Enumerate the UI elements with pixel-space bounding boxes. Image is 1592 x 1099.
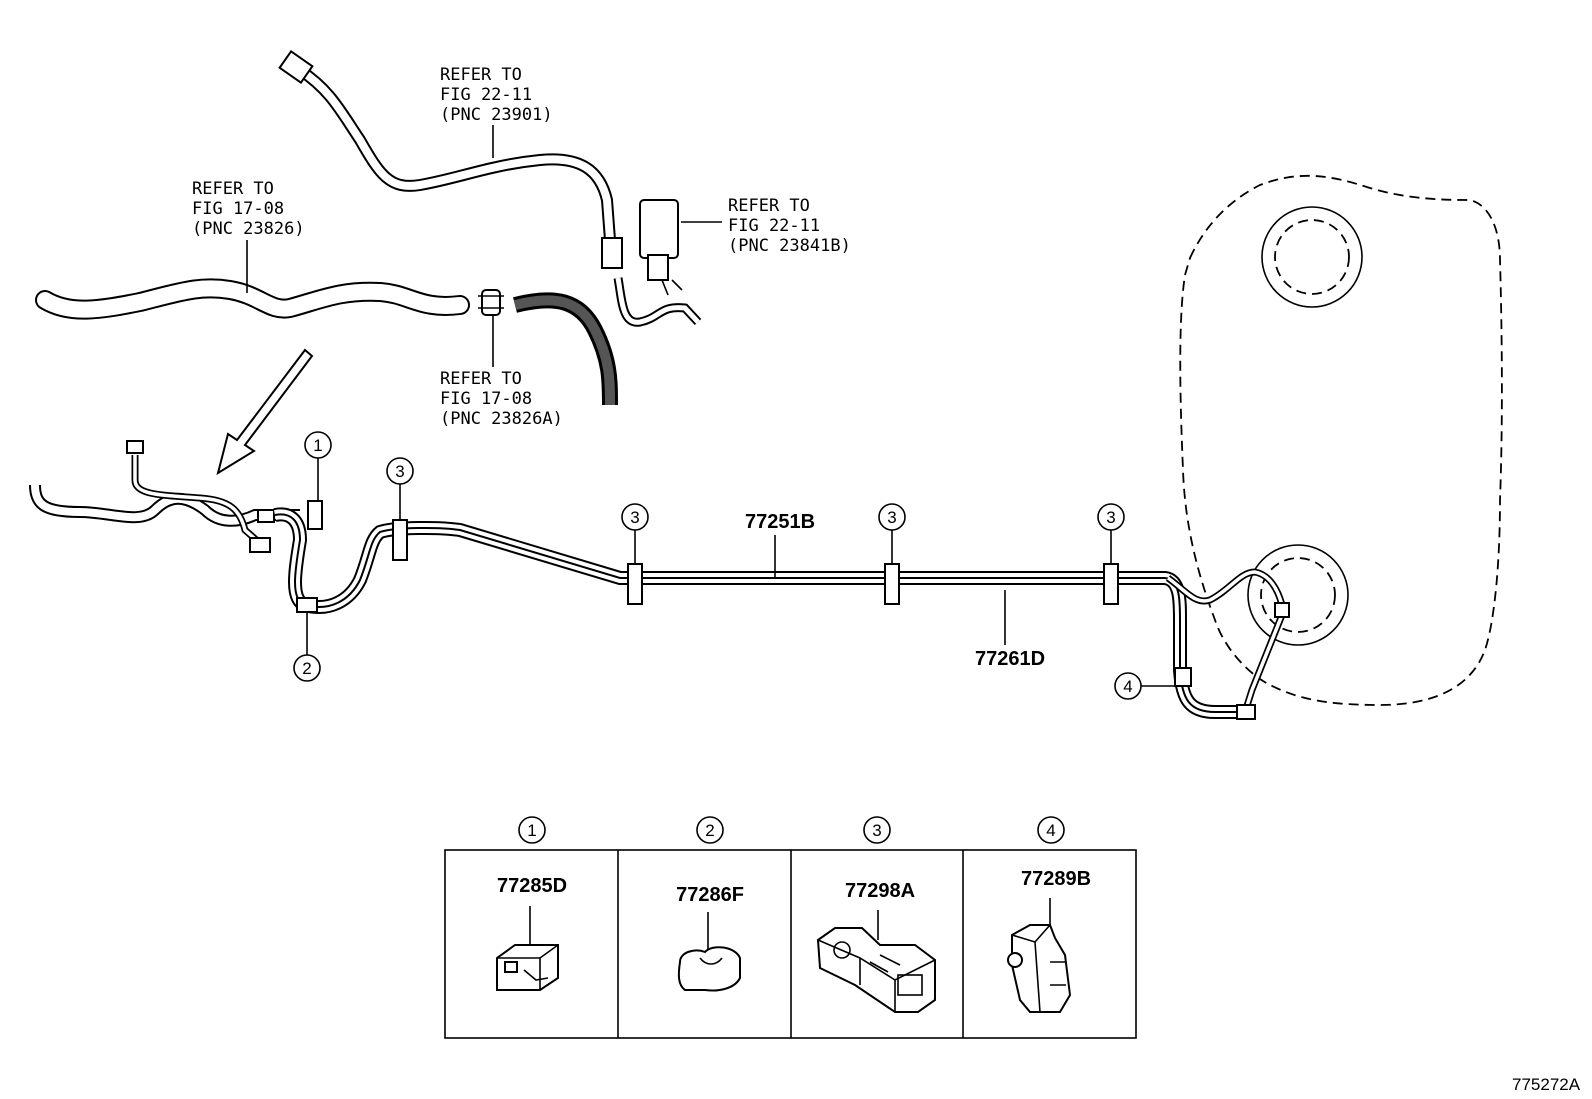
- clamp-77285d-illustration: [496, 906, 559, 991]
- callout-number: 3: [395, 462, 404, 481]
- figure-id: 775272A: [1512, 1075, 1581, 1094]
- connector-23841b: [613, 199, 702, 327]
- callout-number: 2: [302, 659, 311, 678]
- clamp-1-marker: [307, 500, 323, 530]
- callouts: 1 2 3 3 3 3 4: [293, 431, 1175, 700]
- dark-hose: [513, 292, 618, 406]
- hose-23826: [35, 278, 470, 320]
- clamp-3-marker-c: [884, 563, 900, 605]
- legend-part-number: 77285D: [497, 875, 567, 897]
- hose-23901: [278, 49, 623, 269]
- legend-number: 3: [872, 821, 881, 840]
- legend-part-number: 77298A: [845, 880, 915, 902]
- part-number-77261d: 77261D: [975, 648, 1045, 670]
- callout-number: 3: [1106, 508, 1115, 527]
- clamp-4-marker: [1174, 667, 1192, 687]
- ref-line3: (PNC 23826A): [440, 409, 563, 429]
- ref-23826: REFER TO FIG 17-08 (PNC 23826): [192, 179, 305, 239]
- clamp-3-marker-b: [627, 563, 643, 605]
- fuel-tank-outline: [1179, 174, 1503, 706]
- ref-line1: REFER TO: [728, 196, 810, 216]
- ref-line1: REFER TO: [440, 65, 522, 85]
- ref-line3: (PNC 23841B): [728, 236, 851, 256]
- ref-line2: FIG 22-11: [440, 85, 532, 105]
- legend-number: 2: [705, 821, 714, 840]
- callout-number: 3: [887, 508, 896, 527]
- callout-number: 4: [1123, 677, 1132, 696]
- ref-line2: FIG 22-11: [728, 216, 820, 236]
- ref-line3: (PNC 23826): [192, 219, 305, 239]
- ref-line1: REFER TO: [192, 179, 274, 199]
- legend-number: 1: [527, 821, 536, 840]
- ref-23841b: REFER TO FIG 22-11 (PNC 23841B): [728, 196, 851, 256]
- callout-number: 1: [313, 436, 322, 455]
- ref-line3: (PNC 23901): [440, 105, 553, 125]
- clamp-77286f-illustration: [677, 912, 741, 992]
- callout-number: 3: [630, 508, 639, 527]
- ref-line1: REFER TO: [440, 369, 522, 389]
- legend-number: 4: [1046, 821, 1055, 840]
- main-tube-bundle: [273, 507, 1290, 720]
- legend-part-number: 77289B: [1021, 868, 1091, 890]
- part-number-77251b: 77251B: [745, 511, 815, 533]
- left-hose-assembly: [29, 440, 300, 553]
- clamp-legend: 1 2 3 4 77285D 77286F 77298A 77289B: [444, 816, 1137, 1039]
- clamp-77298a-illustration: [816, 910, 936, 1013]
- clamp-2-marker: [296, 597, 318, 613]
- ref-line2: FIG 17-08: [192, 199, 284, 219]
- clamp-23826a: [478, 289, 504, 316]
- ref-line2: FIG 17-08: [440, 389, 532, 409]
- clamp-77289b-illustration: [1007, 898, 1072, 1013]
- legend-part-number: 77286F: [676, 884, 744, 906]
- ref-23826a: REFER TO FIG 17-08 (PNC 23826A): [440, 369, 563, 429]
- ref-23901: REFER TO FIG 22-11 (PNC 23901): [440, 65, 553, 125]
- direction-arrow: [216, 348, 314, 476]
- clamps-on-line: [296, 500, 1192, 687]
- clamp-3-marker-d: [1103, 563, 1119, 605]
- clamp-3-marker-a: [392, 519, 408, 561]
